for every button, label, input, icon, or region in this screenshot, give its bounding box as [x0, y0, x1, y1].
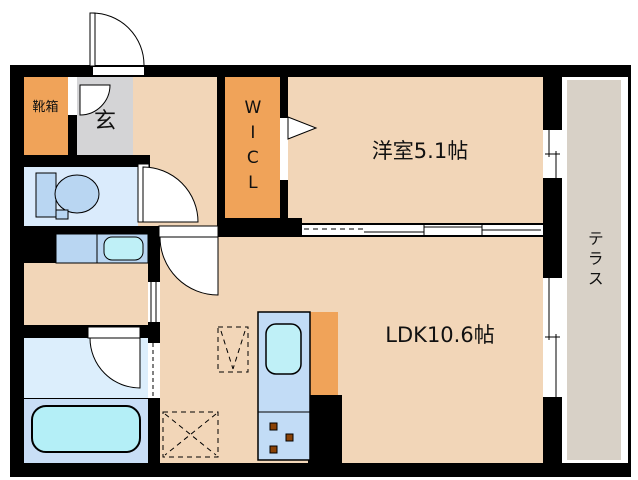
wall-shoebox-side [68, 115, 77, 155]
terrace-floor [567, 80, 621, 460]
terrace-edge-line [628, 65, 631, 477]
front-door-leaf [89, 12, 96, 67]
bathtub-area [24, 398, 148, 464]
wall-left [10, 65, 24, 477]
western-room-label: 洋室5.1帖 [371, 139, 469, 164]
washbasin-sink-icon [103, 236, 144, 261]
wall-washroom-bath [10, 325, 148, 338]
washbasin-cabinet-icon [55, 233, 98, 264]
wicl-door-opening [280, 118, 288, 180]
wall-washbasin-block [10, 226, 56, 263]
wall-wicl-left [217, 77, 225, 237]
wicl-area [225, 77, 280, 218]
wall-above-washbasin [56, 226, 148, 234]
genkan-label: 玄 [93, 108, 116, 134]
terrace-label: テラス [584, 230, 604, 290]
kitchen-column [308, 395, 342, 463]
ldk-door-leaf [158, 225, 219, 238]
wicl-label: WICL [242, 98, 263, 198]
shoebox-label: 靴箱 [32, 99, 59, 115]
front-door-swing-arc [91, 12, 145, 66]
washbasin-unit-icon [96, 233, 149, 264]
wall-under-genkan [10, 155, 150, 167]
washroom-door [148, 282, 160, 322]
sliding-door-band [302, 223, 543, 237]
ldk-floor [160, 237, 543, 463]
washroom-door-track [148, 343, 160, 398]
toilet-room-floor [24, 167, 138, 226]
western-room-window [543, 130, 562, 178]
kitchen-side-counter [310, 312, 338, 395]
wall-right [543, 65, 562, 477]
front-door-sill [92, 66, 145, 76]
wall-wicl-bottom [217, 218, 302, 237]
ldk-terrace-window [543, 278, 562, 397]
wall-top [10, 65, 631, 77]
western-room-floor [288, 77, 543, 223]
washroom-floor [24, 263, 148, 325]
ldk-label: LDK10.6帖 [385, 323, 495, 348]
shoebox-door-opening [68, 85, 77, 115]
bathroom-floor [24, 338, 148, 398]
shoebox-area [23, 77, 68, 155]
wall-bottom [10, 463, 631, 477]
hallway-floor [133, 77, 217, 226]
